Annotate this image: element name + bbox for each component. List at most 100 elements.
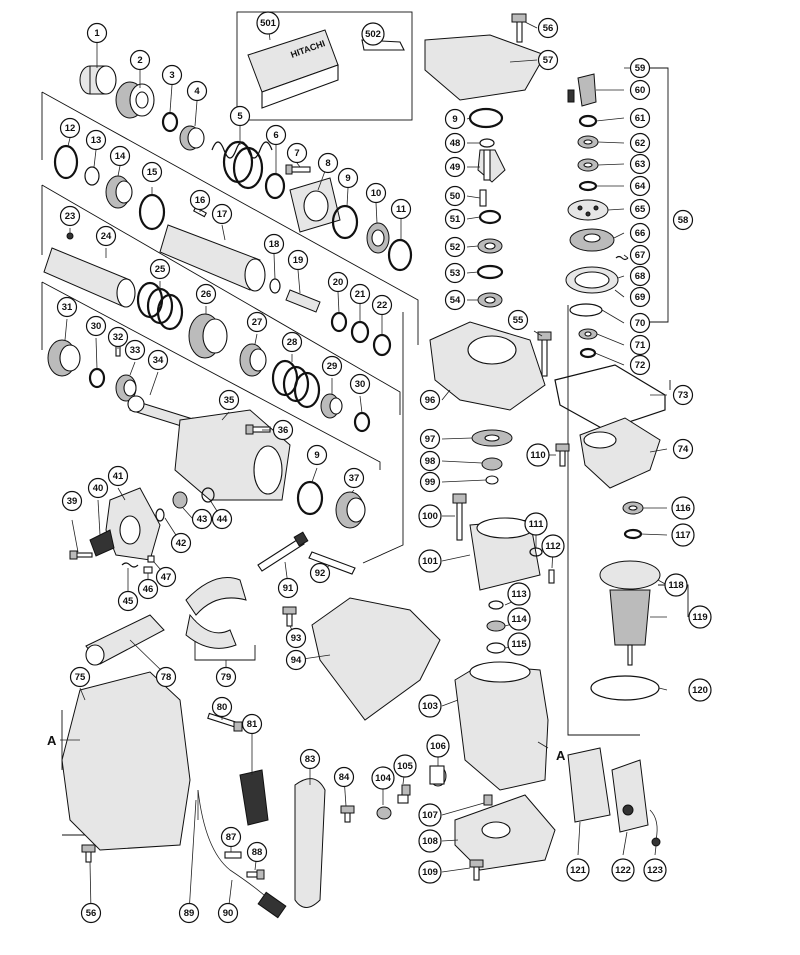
callout-circle	[393, 754, 417, 778]
callout-number: 45	[123, 596, 134, 607]
callout-29: 29	[321, 355, 343, 377]
callout-circle	[371, 766, 395, 790]
callout-circle	[444, 262, 466, 284]
callout-circle	[317, 152, 339, 174]
callout-number: 44	[217, 514, 228, 525]
callout-circle	[218, 389, 240, 411]
callout-circle	[343, 467, 365, 489]
callout-number: 36	[278, 425, 289, 436]
part-122-switch	[611, 759, 649, 833]
callout-circle	[86, 22, 108, 44]
callout-circle	[672, 384, 694, 406]
callout-circle	[629, 153, 651, 175]
callout-number: 5	[237, 111, 243, 122]
callout-number: 70	[635, 318, 646, 329]
callout-96: 96	[419, 389, 441, 411]
callout-7: 7	[286, 142, 308, 164]
callout-54: 54	[444, 289, 466, 311]
callout-circle	[444, 132, 466, 154]
callout-number: 110	[530, 450, 545, 461]
callout-number: 111	[529, 519, 545, 530]
callout-44: 44	[211, 508, 233, 530]
callout-number: 46	[143, 584, 154, 595]
callout-circle	[418, 504, 442, 528]
callout-36: 36	[272, 419, 294, 441]
callout-circle	[229, 105, 251, 127]
callout-106: 106	[426, 734, 450, 758]
callout-number: 9	[314, 450, 319, 461]
callout-30: 30	[85, 315, 107, 337]
part-artwork: HITACHI	[43, 13, 666, 919]
callout-circle	[688, 678, 712, 702]
callout-circle	[643, 858, 667, 882]
callout-circle	[418, 860, 442, 884]
callout-circle	[664, 573, 688, 597]
callout-circle	[211, 696, 233, 718]
callout-circle	[629, 175, 651, 197]
callout-501: 501	[256, 11, 280, 35]
callout-73: 73	[672, 384, 694, 406]
callout-number: 17	[217, 209, 228, 220]
callout-92: 92	[309, 562, 331, 584]
callout-number: 33	[130, 345, 141, 356]
callout-number: 502	[365, 29, 381, 40]
callout-67: 67	[629, 244, 651, 266]
callout-number: 71	[635, 340, 646, 351]
callout-circle	[419, 428, 441, 450]
callout-circle	[507, 582, 531, 606]
callout-18: 18	[263, 233, 285, 255]
callout-number: 39	[67, 496, 78, 507]
callout-58: 58	[672, 209, 694, 231]
callout-circle	[286, 142, 308, 164]
callout-103: 103	[418, 694, 442, 718]
callout-35: 35	[218, 389, 240, 411]
callout-89: 89	[178, 902, 200, 924]
callout-74: 74	[672, 438, 694, 460]
callout-118: 118	[664, 573, 688, 597]
callout-number: 68	[635, 271, 646, 282]
callout-circle	[217, 902, 239, 924]
callout-number: 98	[425, 456, 436, 467]
callout-circle	[85, 129, 107, 151]
callout-37: 37	[343, 467, 365, 489]
part-83-rear-handle	[294, 778, 326, 908]
callout-circle	[371, 294, 393, 316]
part-103-inner-cover	[454, 661, 549, 791]
callout-number: 108	[422, 836, 438, 847]
callout-48: 48	[444, 132, 466, 154]
callout-circle	[211, 203, 233, 225]
callout-circle	[161, 64, 183, 86]
callout-number: 117	[675, 530, 690, 541]
callout-circle	[246, 841, 268, 863]
callout-circle	[629, 79, 651, 101]
callout-83: 83	[299, 748, 321, 770]
callout-66: 66	[629, 222, 651, 244]
callout-99: 99	[419, 471, 441, 493]
callout-81: 81	[241, 713, 263, 735]
callout-111: 111	[524, 512, 548, 536]
callout-number: 47	[161, 572, 172, 583]
callout-circle	[189, 189, 211, 211]
callout-circle	[672, 438, 694, 460]
callout-107: 107	[418, 803, 442, 827]
callout-number: 24	[101, 231, 112, 242]
callout-circle	[526, 443, 550, 467]
callout-57: 57	[537, 49, 559, 71]
callout-number: 67	[635, 250, 646, 261]
part-121-cover	[567, 747, 611, 823]
callout-number: 94	[291, 655, 302, 666]
callout-49: 49	[444, 156, 466, 178]
part-41-cover	[105, 487, 161, 561]
callout-circle	[107, 465, 129, 487]
callout-circle	[147, 349, 169, 371]
part-24-tool-holder	[43, 247, 136, 308]
callout-number: 92	[315, 568, 326, 579]
callout-circle	[263, 233, 285, 255]
callout-number: 8	[325, 158, 330, 169]
callout-62: 62	[629, 132, 651, 154]
callout-78: 78	[155, 666, 177, 688]
callout-circle	[211, 508, 233, 530]
callout-21: 21	[349, 283, 371, 305]
callout-4: 4	[186, 80, 208, 102]
